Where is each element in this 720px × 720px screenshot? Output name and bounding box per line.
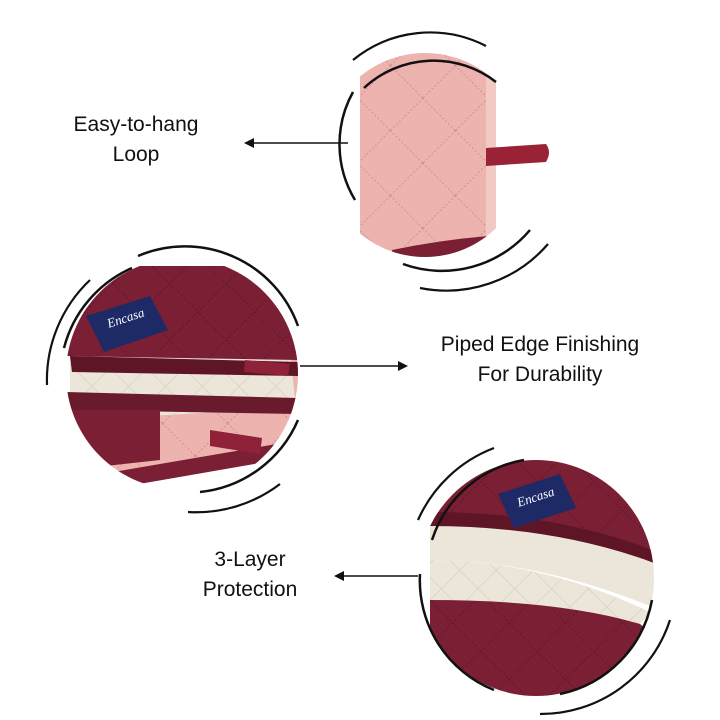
feature-label-line: Loop: [112, 143, 160, 166]
arrow-left-icon: [334, 571, 344, 581]
arc-decoration-icon: [402, 229, 531, 273]
arc-decoration-icon: [430, 458, 525, 541]
arc-decoration-icon: [559, 599, 654, 696]
feature-label-piped-edge: Piped Edge Finishing For Durability: [410, 330, 670, 390]
arc-decoration-icon: [137, 245, 300, 327]
arrow-right-icon: [398, 361, 408, 371]
piped-edge-detail-circle: Encasa: [45, 245, 408, 514]
arc-decoration-icon: [45, 279, 91, 386]
arc-decoration-icon: [416, 446, 495, 521]
arc-decoration-icon: [419, 243, 549, 292]
hanging-loop: [486, 144, 549, 166]
feature-label-line: For Durability: [477, 363, 603, 386]
arrow-left-icon: [244, 138, 254, 148]
arc-decoration-icon: [62, 266, 133, 349]
feature-label-line: Protection: [202, 578, 298, 601]
arc-decoration-icon: [539, 619, 672, 716]
feature-label-protection: 3-Layer Protection: [170, 545, 330, 605]
brand-label: Encasa: [498, 474, 576, 528]
arc-decoration-icon: [199, 419, 300, 494]
feature-label-line: Piped Edge Finishing: [440, 333, 640, 356]
protection-detail-circle: Encasa: [334, 446, 672, 716]
feature-label-loop: Easy-to-hang Loop: [46, 110, 226, 170]
feature-label-line: 3-Layer: [214, 548, 286, 571]
arc-decoration-icon: [338, 91, 357, 201]
arc-decoration-icon: [418, 573, 495, 692]
feature-label-line: Easy-to-hang: [73, 113, 199, 136]
arc-decoration-icon: [352, 31, 487, 61]
arc-decoration-icon: [363, 59, 497, 89]
arc-decoration-icon: [187, 483, 281, 514]
loop-detail-circle: [244, 31, 549, 292]
brand-label: Encasa: [86, 296, 168, 352]
